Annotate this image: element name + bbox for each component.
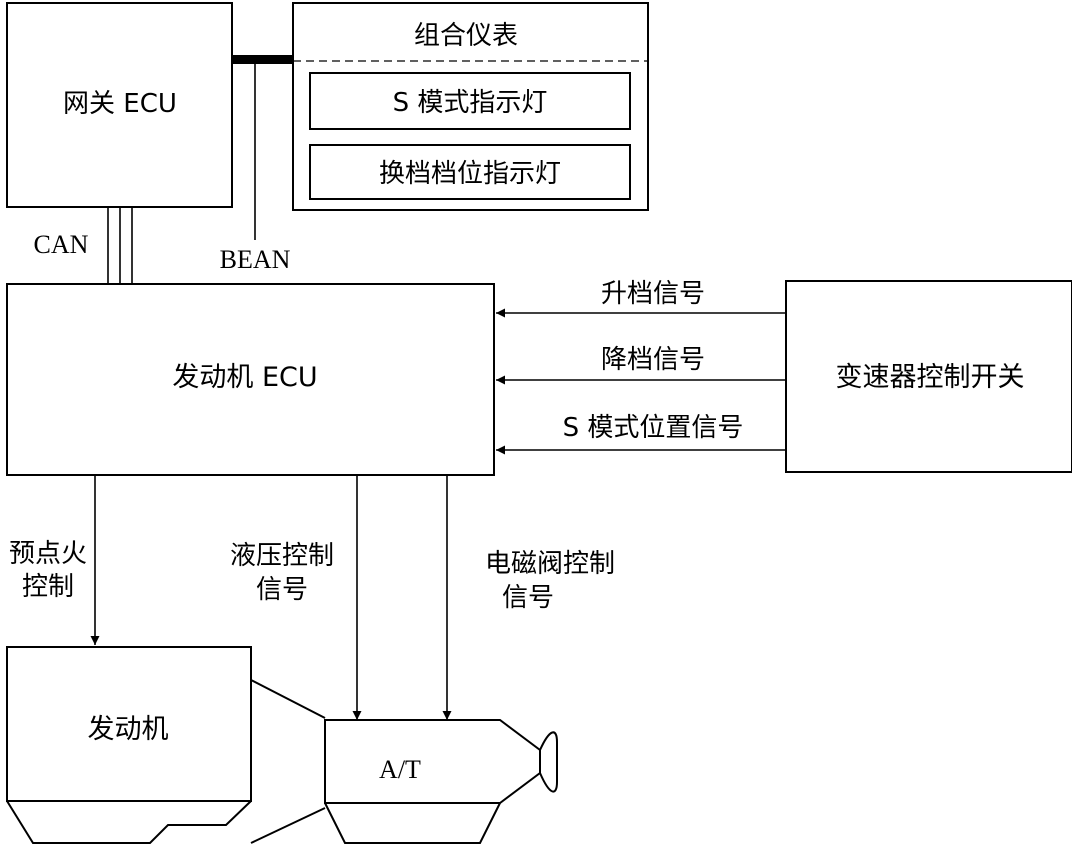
can-label: CAN xyxy=(34,230,89,259)
solenoid-label-line2: 信号 xyxy=(502,583,554,613)
hydraulic-label-line2: 信号 xyxy=(256,575,308,605)
preignition-label-line1: 预点火 xyxy=(9,539,87,569)
s-mode-position-label: S 模式位置信号 xyxy=(563,413,744,443)
gateway-ecu-label: 网关 ECU xyxy=(63,89,177,119)
gear-lamp-box xyxy=(309,144,631,200)
hydraulic-label-line1: 液压控制 xyxy=(230,541,334,571)
solenoid-label-line1: 电磁阀控制 xyxy=(485,549,615,579)
s-mode-lamp-box xyxy=(309,72,631,130)
bell-housing xyxy=(250,679,326,844)
transmission-label: A/T xyxy=(379,755,421,784)
engine-ecu-label: 发动机 ECU xyxy=(172,362,317,393)
engine-ecu-box: 发动机 ECU xyxy=(6,283,495,476)
combination-meter-title: 组合仪表 xyxy=(414,21,518,51)
combination-meter-box: 组合仪表 S 模式指示灯 换档档位指示灯 xyxy=(292,2,649,211)
engine-block: 发动机 xyxy=(6,646,252,844)
engine-label: 发动机 xyxy=(88,714,169,745)
upshift-label: 升档信号 xyxy=(601,279,705,309)
can-bus-lines xyxy=(107,207,133,284)
gear-lamp-label: 换档档位指示灯 xyxy=(379,159,561,189)
bean-label: BEAN xyxy=(220,245,291,274)
transmission-switch-label: 变速器控制开关 xyxy=(836,362,1025,393)
preignition-label-line2: 控制 xyxy=(22,572,74,602)
transmission-switch-box: 变速器控制开关 xyxy=(785,280,1072,473)
gateway-meter-bus xyxy=(232,55,293,64)
s-mode-lamp-label: S 模式指示灯 xyxy=(393,88,548,118)
transmission-block: A/T xyxy=(324,719,558,844)
downshift-label: 降档信号 xyxy=(601,345,705,375)
gateway-ecu-box: 网关 ECU xyxy=(6,2,233,208)
